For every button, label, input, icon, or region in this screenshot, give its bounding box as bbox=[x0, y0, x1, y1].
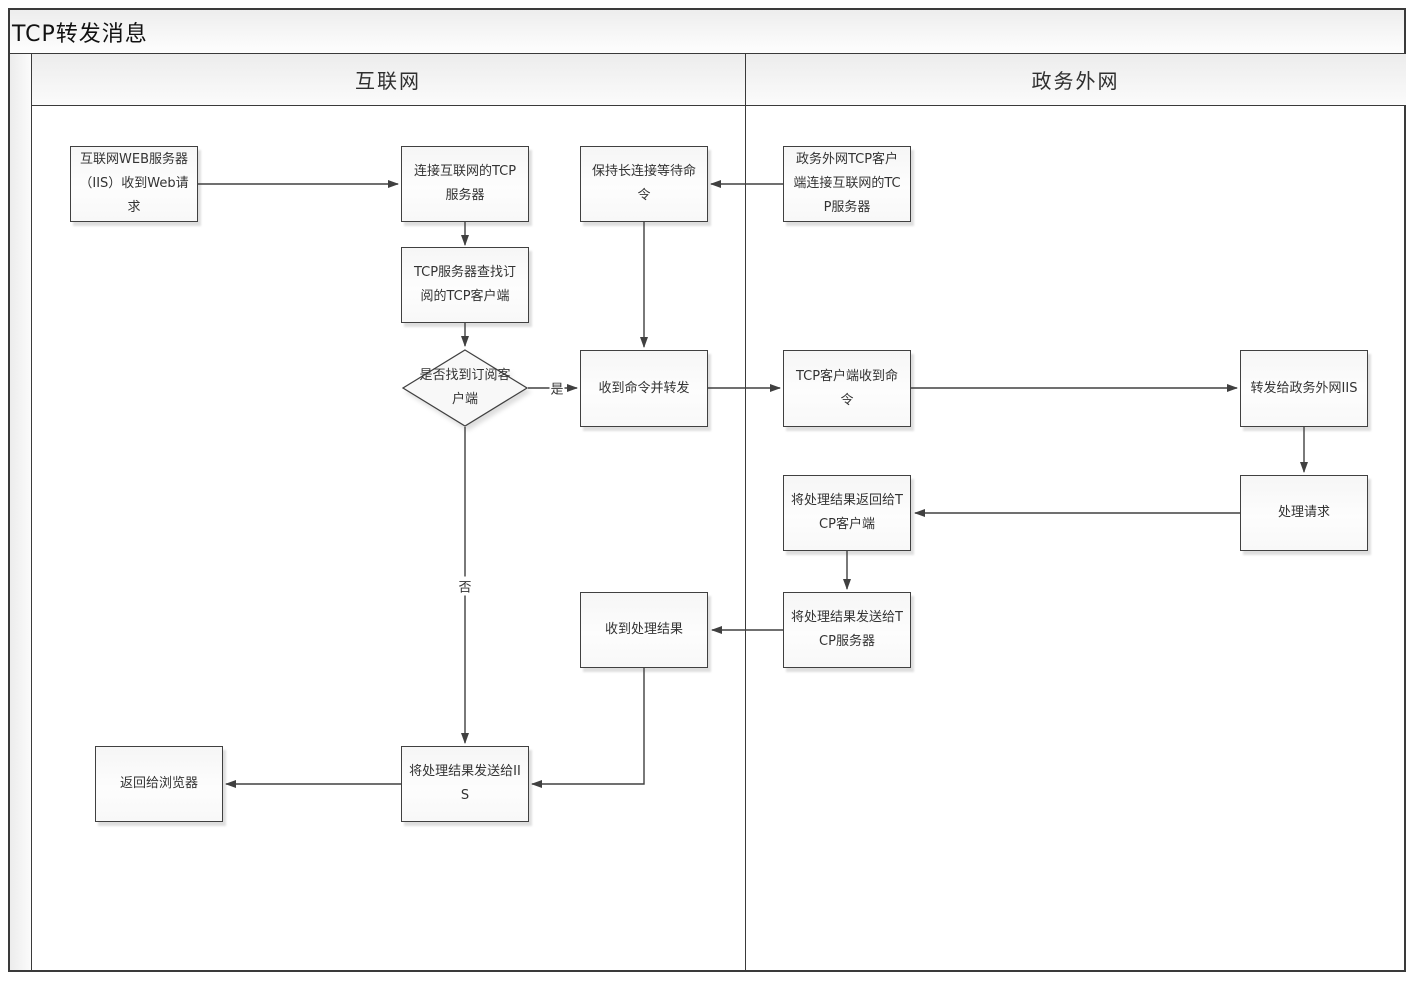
lane-divider bbox=[745, 53, 746, 972]
edge-label-yes: 是 bbox=[549, 378, 565, 398]
lane-label-internet: 互联网 bbox=[355, 68, 421, 93]
node-return-to-browser: 返回给浏览器 bbox=[95, 746, 223, 822]
node-connect-internet-tcp-server: 连接互联网的TCP服务器 bbox=[401, 146, 529, 222]
node-keep-long-connection-wait: 保持长连接等待命令 bbox=[580, 146, 708, 222]
node-receive-process-result: 收到处理结果 bbox=[580, 592, 708, 668]
title-separator-line bbox=[8, 53, 1406, 54]
edge-label-no: 否 bbox=[457, 576, 473, 596]
title-bar: TCP转发消息 bbox=[10, 10, 1404, 53]
lane-header-bottom-line bbox=[31, 105, 1406, 106]
node-process-request: 处理请求 bbox=[1240, 475, 1368, 551]
side-strip bbox=[10, 53, 31, 970]
lane-header-gov-extranet: 政务外网 bbox=[745, 53, 1406, 105]
lane-header-internet: 互联网 bbox=[31, 53, 745, 105]
node-return-result-to-tcp-client: 将处理结果返回给TCP客户端 bbox=[783, 475, 911, 551]
lane-label-gov-extranet: 政务外网 bbox=[1031, 68, 1120, 93]
diagram-title: TCP转发消息 bbox=[12, 21, 148, 47]
node-gov-tcp-client-connect: 政务外网TCP客户端连接互联网的TCP服务器 bbox=[783, 146, 911, 222]
diamond-shape bbox=[402, 349, 528, 427]
edge-receive-result-to-send-iis bbox=[531, 668, 645, 788]
node-send-result-to-tcp-server: 将处理结果发送给TCP服务器 bbox=[783, 592, 911, 668]
node-forward-to-gov-iis: 转发给政务外网IIS bbox=[1240, 350, 1368, 427]
side-strip-border bbox=[31, 53, 32, 972]
node-iis-receive-web-request: 互联网WEB服务器（IIS）收到Web请求 bbox=[70, 146, 198, 222]
node-tcp-client-receive-command: TCP客户端收到命令 bbox=[783, 350, 911, 427]
node-receive-command-and-forward: 收到命令并转发 bbox=[580, 350, 708, 427]
node-decision-found-subscriber: 是否找到订阅客户端 bbox=[402, 349, 528, 427]
node-send-result-to-iis: 将处理结果发送给IIS bbox=[401, 746, 529, 822]
node-tcp-server-find-subscriber: TCP服务器查找订阅的TCP客户端 bbox=[401, 247, 529, 323]
